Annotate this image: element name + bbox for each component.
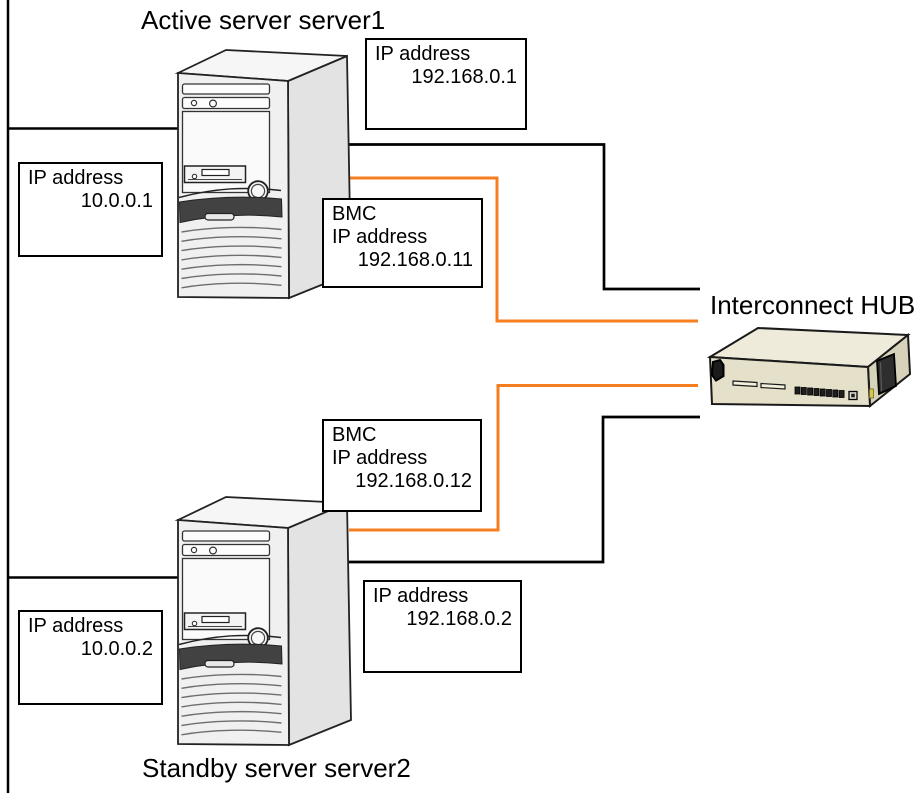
hub-side-connector xyxy=(876,352,897,396)
ip-box-server2-bmc: BMC IP address 192.168.0.12 xyxy=(322,419,482,512)
hub-indicator xyxy=(869,388,874,399)
network-hub-icon xyxy=(706,326,912,408)
hub-power-connector xyxy=(710,358,725,382)
ip-box-value: 192.168.0.12 xyxy=(355,470,472,492)
ip-box-server2-lan: IP address 192.168.0.2 xyxy=(363,580,522,673)
hub-small-port-pin xyxy=(851,393,855,398)
ip-box-label: IP address xyxy=(28,167,124,189)
hub-slot xyxy=(760,382,786,390)
left-network-lines xyxy=(6,0,182,793)
server2-title: Standby server server2 xyxy=(142,753,411,783)
server1-hub-line xyxy=(349,143,700,291)
server1-title: Active server server1 xyxy=(141,5,386,35)
tower-server-icon xyxy=(177,496,352,746)
ip-box-value: 10.0.0.1 xyxy=(80,190,153,212)
ip-box-title: BMC xyxy=(332,424,377,446)
server1-bmc-hub-line xyxy=(349,176,698,323)
server2-bmc-hub-line xyxy=(349,384,698,532)
ip-box-value: 192.168.0.2 xyxy=(406,608,512,630)
ip-box-value: 192.168.0.11 xyxy=(357,249,473,271)
ip-box-server1-public: IP address 10.0.0.1 xyxy=(18,162,163,257)
ip-box-label: IP address xyxy=(375,43,471,65)
ip-box-value: 192.168.0.1 xyxy=(411,66,517,88)
ip-box-label: IP address xyxy=(332,226,428,248)
ip-box-server1-bmc: BMC IP address 192.168.0.11 xyxy=(322,198,483,288)
ip-box-server2-public: IP address 10.0.0.2 xyxy=(18,610,163,705)
ip-box-title: BMC xyxy=(332,203,377,225)
ip-box-label: IP address xyxy=(373,585,469,607)
ip-box-label: IP address xyxy=(332,447,428,469)
hub-side-connector-highlight xyxy=(879,362,883,392)
ip-box-label: IP address xyxy=(28,615,124,637)
hub-port-row xyxy=(794,386,845,398)
ip-box-value: 10.0.0.2 xyxy=(80,638,153,660)
ip-box-server1-lan: IP address 192.168.0.1 xyxy=(365,38,527,130)
server2-hub-line xyxy=(349,415,700,564)
hub-title: Interconnect HUB xyxy=(710,290,916,320)
hub-slot xyxy=(732,380,758,388)
